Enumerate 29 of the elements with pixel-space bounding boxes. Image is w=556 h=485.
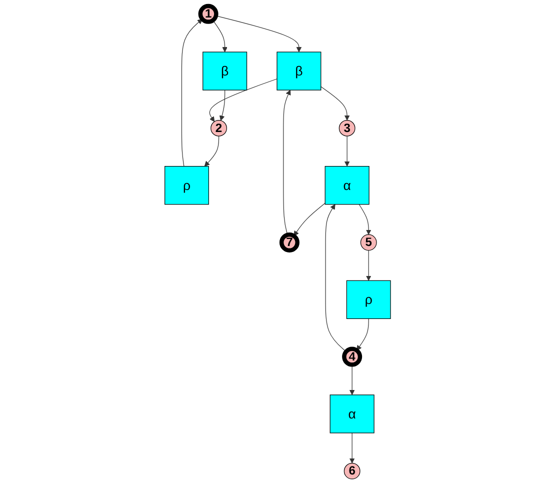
arrow <box>366 250 372 281</box>
node-box: α <box>330 394 375 434</box>
arrow <box>320 86 350 121</box>
node-box: β <box>202 52 248 90</box>
arrow <box>350 432 356 464</box>
arrow <box>344 136 350 167</box>
arrow <box>220 90 226 121</box>
arrow <box>216 16 302 52</box>
node-circle: 1 <box>198 4 219 24</box>
arrow <box>350 364 356 396</box>
node-box: β <box>277 52 322 90</box>
node-circle: 7 <box>280 232 300 253</box>
arrow <box>210 78 278 122</box>
node-box: ρ <box>164 166 210 205</box>
node-circle: 3 <box>339 120 356 136</box>
arrow <box>204 136 220 167</box>
arrow <box>212 20 228 52</box>
arrow <box>294 202 326 236</box>
node-box: α <box>325 166 370 205</box>
node-box: ρ <box>346 280 392 319</box>
arrow <box>326 204 347 352</box>
arrow <box>356 318 370 351</box>
node-circle: 4 <box>342 346 362 367</box>
node-circle: 6 <box>344 462 361 480</box>
node-circle: 2 <box>210 120 228 136</box>
arrow <box>359 204 372 235</box>
node-circle: 5 <box>360 234 378 251</box>
arrow <box>283 90 292 236</box>
arrow <box>182 18 203 167</box>
